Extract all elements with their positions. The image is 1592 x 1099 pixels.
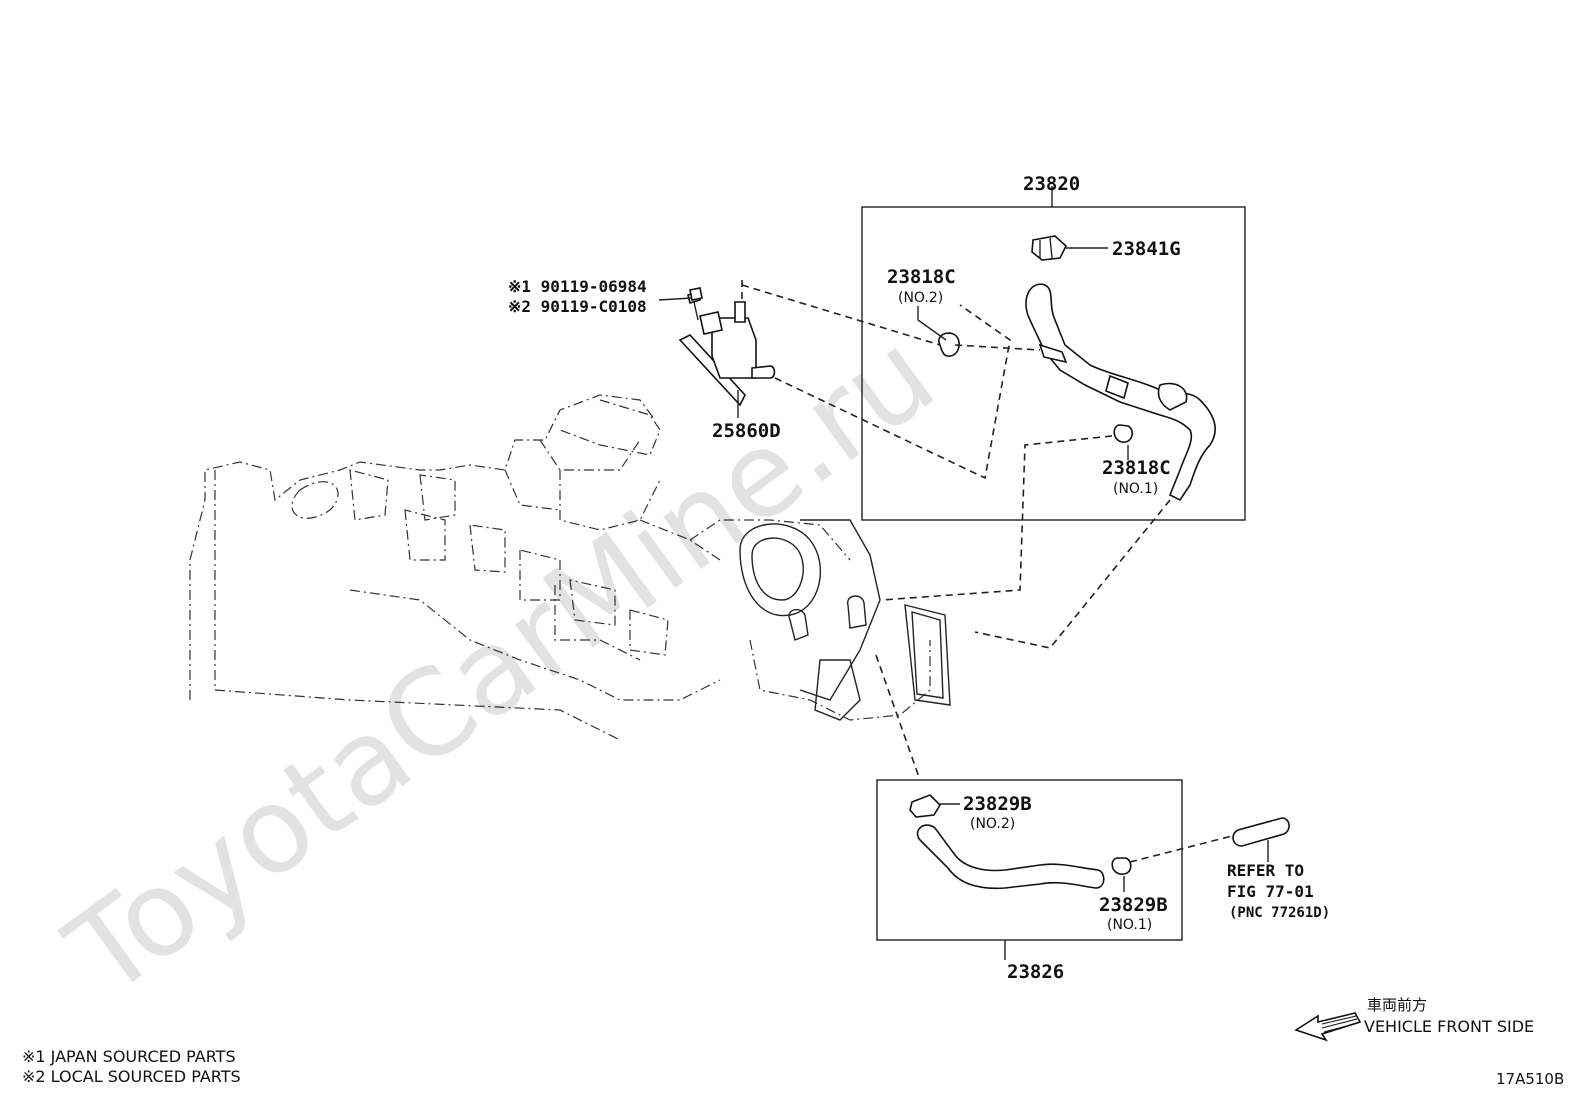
connector-lines xyxy=(741,280,1233,863)
clamp-no2-number: 23818C xyxy=(887,266,956,288)
reference-hose xyxy=(1232,817,1290,847)
vehicle-front-japanese: 車両前方 xyxy=(1367,996,1427,1014)
clamp-no1-number: 23818C xyxy=(1102,457,1171,479)
lower-assembly-number: 23826 xyxy=(1007,961,1064,983)
clamp-23829b-no2 xyxy=(909,794,942,818)
bolt-part-local: ※2 90119-C0108 xyxy=(508,297,647,316)
vehicle-front-arrow-icon xyxy=(1294,1012,1362,1042)
clip-23841g xyxy=(1031,235,1067,261)
lower-clamp-no2-number: 23829B xyxy=(963,793,1032,815)
valve-label: 25860D xyxy=(712,420,781,442)
lower-hose xyxy=(916,824,1105,890)
lower-clamp-no1-tag: (NO.1) xyxy=(1107,917,1152,933)
clamp-23829b-no1 xyxy=(1111,857,1132,875)
reference-line-3: (PNC 77261D) xyxy=(1229,905,1330,921)
upper-assembly-box xyxy=(861,206,1246,521)
upper-hose xyxy=(1025,283,1216,502)
clamp-no2-tag: (NO.2) xyxy=(898,290,943,306)
watermark: ToyotaCarMine.ru xyxy=(43,305,959,1023)
lower-assembly-box xyxy=(876,779,1183,941)
vehicle-front-english: VEHICLE FRONT SIDE xyxy=(1364,1017,1534,1036)
upper-assembly-number: 23820 xyxy=(1023,173,1080,195)
vacuum-switching-valve xyxy=(678,290,776,407)
reference-line-1: REFER TO xyxy=(1227,861,1304,880)
throttle-body xyxy=(739,519,951,721)
bolt xyxy=(689,287,703,301)
figure-code: 17A510B xyxy=(1496,1070,1564,1088)
engine-outline xyxy=(189,394,931,741)
clamp-23818c-no1 xyxy=(1113,424,1134,443)
lower-clamp-no2-tag: (NO.2) xyxy=(970,816,1015,832)
footnote-local: ※2 LOCAL SOURCED PARTS xyxy=(22,1067,241,1086)
lower-clamp-no1-number: 23829B xyxy=(1099,894,1168,916)
bolt-part-japan: ※1 90119-06984 xyxy=(508,277,647,296)
reference-line-2: FIG 77-01 xyxy=(1227,882,1314,901)
clamp-no1-tag: (NO.1) xyxy=(1113,481,1158,497)
clip-23841g-label: 23841G xyxy=(1112,238,1181,260)
footnote-japan: ※1 JAPAN SOURCED PARTS xyxy=(22,1047,236,1066)
